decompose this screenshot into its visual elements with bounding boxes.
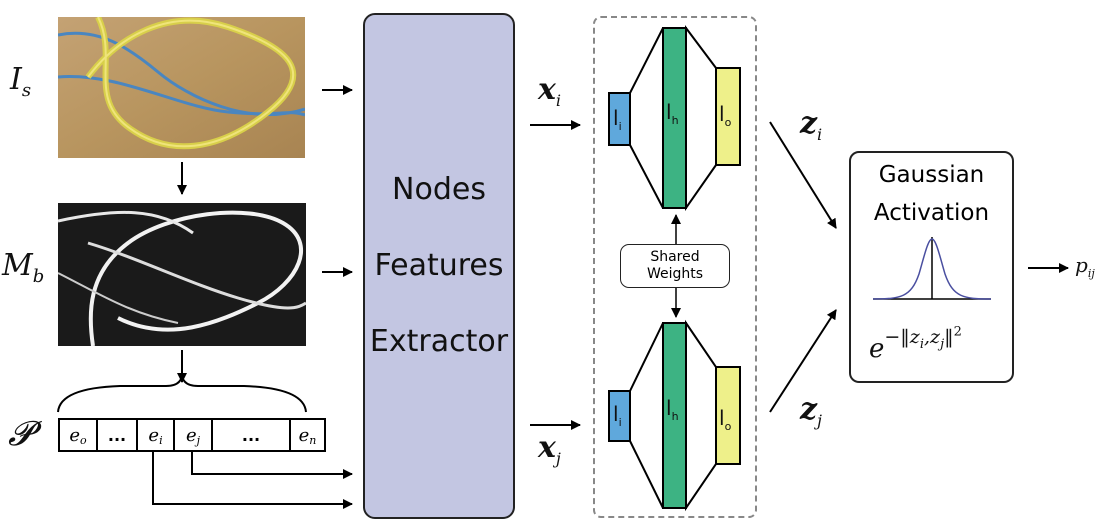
binary-mask-drawing xyxy=(58,203,306,346)
gaussian-title-line-2: Activation xyxy=(873,200,990,226)
mask-label: Mb xyxy=(2,248,44,287)
shared-weights-line-1: Shared xyxy=(650,249,700,265)
output-p-base: p xyxy=(1075,253,1088,277)
cable-photo xyxy=(58,17,305,158)
formula-power: 2 xyxy=(953,325,962,340)
embedding-zj-sub: j xyxy=(817,411,823,430)
edge-cell-base: e xyxy=(69,424,81,446)
gaussian-formula: e−‖zi,zj‖2 xyxy=(869,325,962,364)
formula-zi-sub: i xyxy=(919,337,924,353)
layer-in-base: l xyxy=(613,402,619,426)
layer-out-label-upper: lo xyxy=(719,102,731,129)
layer-input-lower xyxy=(608,390,631,442)
edge-cell-ellipsis: ... xyxy=(213,420,291,450)
layer-hidden-upper xyxy=(662,27,687,209)
network-upper xyxy=(608,25,741,212)
image-label: Is xyxy=(10,62,31,101)
layer-hidden-sub: h xyxy=(671,410,679,423)
mask-label-sub: b xyxy=(32,266,45,287)
layer-hidden-label-upper: lh xyxy=(666,100,679,127)
connector-ej xyxy=(191,452,353,479)
image-label-base: I xyxy=(10,62,22,97)
layer-in-base: l xyxy=(613,106,619,130)
layer-output-lower xyxy=(715,366,741,465)
binary-mask xyxy=(58,203,306,346)
layer-out-label-lower: lo xyxy=(719,406,731,433)
feature-xj-sub: j xyxy=(555,449,561,468)
formula-comma-part: ,z xyxy=(924,326,941,349)
cable-photo-drawing xyxy=(58,17,305,158)
layer-hidden-base: l xyxy=(666,100,672,124)
edge-cell-base: e xyxy=(298,424,310,446)
edge-cell-sub: i xyxy=(159,433,163,447)
edge-cell-base: e xyxy=(148,424,160,446)
sequence-brace xyxy=(57,375,307,413)
feature-xi-sub: i xyxy=(555,91,562,110)
layer-in-sub: i xyxy=(618,416,622,429)
edge-cell-sub: j xyxy=(196,433,201,447)
embedding-zi-base: z xyxy=(800,106,818,141)
layer-in-label-upper: li xyxy=(613,106,622,133)
siamese-network-frame xyxy=(593,16,757,518)
layer-in-label-lower: li xyxy=(613,402,622,429)
nodes-features-extractor: Nodes Features Extractor xyxy=(363,13,515,519)
output-p-sub: ij xyxy=(1087,267,1095,280)
embedding-zj-label: zj xyxy=(800,392,822,430)
edge-cell-sub: n xyxy=(309,433,317,447)
formula-base-e: e xyxy=(869,333,885,364)
edge-cell-base: e xyxy=(185,424,197,446)
layer-in-sub: i xyxy=(618,120,622,133)
gaussian-title-line-1: Gaussian xyxy=(878,162,985,188)
extractor-line-1: Nodes xyxy=(392,172,486,207)
embedding-zi-sub: i xyxy=(817,125,823,144)
arrow-zi xyxy=(769,121,837,229)
layer-out-sub: o xyxy=(724,420,732,433)
formula-exponent: −‖zi,zj‖2 xyxy=(884,325,962,352)
formula-exp-part: −‖z xyxy=(884,326,920,349)
layer-out-sub: o xyxy=(724,116,732,129)
gaussian-curve-icon xyxy=(872,237,992,300)
layer-hidden-sub: h xyxy=(671,114,679,127)
edge-cell-base: ... xyxy=(241,425,261,445)
image-label-sub: s xyxy=(21,80,32,101)
extractor-line-3: Extractor xyxy=(369,324,509,359)
edge-cell-base: ... xyxy=(107,425,127,445)
output-pij-label: pij xyxy=(1075,253,1095,280)
mask-label-base: M xyxy=(2,248,33,283)
layer-hidden-base: l xyxy=(666,396,672,420)
layer-out-base: l xyxy=(719,102,725,126)
network-lower xyxy=(608,319,741,512)
formula-close-part: ‖ xyxy=(944,326,954,349)
extractor-line-2: Features xyxy=(374,248,504,283)
paths-label: 𝓟 xyxy=(8,414,33,454)
edge-cell-sub: o xyxy=(80,433,87,447)
feature-xj-label: xj xyxy=(538,430,561,468)
formula-zj-sub: j xyxy=(940,337,945,353)
embedding-zj-base: z xyxy=(800,392,818,427)
connector-ei xyxy=(152,452,353,509)
shared-weights-box: Shared Weights xyxy=(620,244,730,288)
layer-output-upper xyxy=(715,67,741,166)
layer-hidden-lower xyxy=(662,322,687,509)
feature-xi-base: x xyxy=(538,72,556,107)
edge-cell-ellipsis: ... xyxy=(98,420,138,450)
feature-xj-base: x xyxy=(538,430,556,465)
embedding-zi-label: zi xyxy=(800,106,822,144)
gaussian-activation-box: Gaussian Activation e−‖zi,zj‖2 xyxy=(849,151,1014,383)
arrow-zj xyxy=(769,309,837,413)
layer-out-base: l xyxy=(719,406,725,430)
layer-hidden-label-lower: lh xyxy=(666,396,679,423)
shared-weights-line-2: Weights xyxy=(646,266,704,282)
feature-xi-label: xi xyxy=(538,72,561,110)
layer-input-upper xyxy=(608,92,631,146)
